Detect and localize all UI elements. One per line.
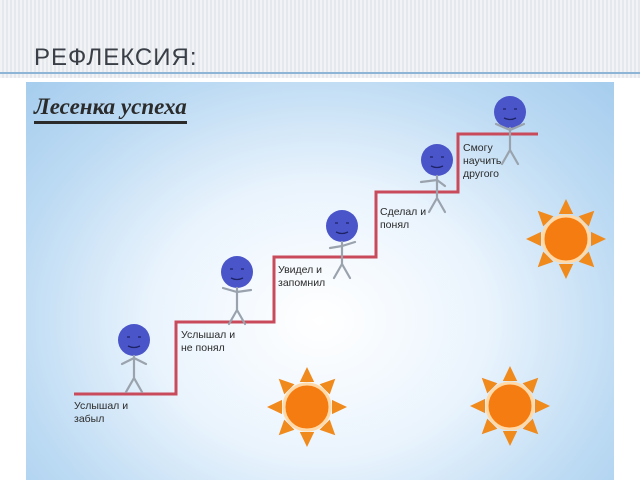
sun-ray xyxy=(481,418,498,435)
sun-ray xyxy=(534,398,550,414)
head-shape xyxy=(326,210,358,242)
stick-figure-2 xyxy=(221,256,253,326)
sun-ray xyxy=(299,367,315,383)
stick-figure-5 xyxy=(494,96,526,166)
sun-ray xyxy=(578,251,595,268)
sun-core xyxy=(485,381,535,431)
sun-ray xyxy=(590,231,606,247)
sun-icon xyxy=(526,199,606,279)
sun-ray xyxy=(299,431,315,447)
sun-ray xyxy=(278,419,295,436)
sun-ray xyxy=(502,366,518,382)
slide-title: РЕФЛЕКСИЯ: xyxy=(34,44,198,71)
sun-ray xyxy=(331,399,347,415)
stick-figure-1 xyxy=(118,324,150,394)
face-features xyxy=(503,108,517,121)
face-features xyxy=(127,336,141,349)
sun-ray xyxy=(319,419,336,436)
diagram-panel: Лесенка успеха Услышал и забыл Услышал и… xyxy=(26,82,614,480)
sun-ray xyxy=(319,378,336,395)
sun-core xyxy=(541,214,591,264)
sun-ray xyxy=(558,263,574,279)
header-divider xyxy=(0,72,640,74)
sun-ray xyxy=(558,199,574,215)
diagram-title: Лесенка успеха xyxy=(34,94,187,124)
head-shape xyxy=(421,144,453,176)
sun-ray xyxy=(502,430,518,446)
sun-ray xyxy=(267,399,283,415)
body-lines xyxy=(221,286,253,326)
sun-ray xyxy=(537,210,554,227)
face-features xyxy=(230,268,244,281)
head-shape xyxy=(221,256,253,288)
sun-ray xyxy=(522,418,539,435)
stick-figure-4 xyxy=(419,144,453,214)
sun-icon xyxy=(470,366,550,446)
sun-core xyxy=(282,382,332,432)
sun-ray xyxy=(537,251,554,268)
head-shape xyxy=(494,96,526,128)
sun-ray xyxy=(278,378,295,395)
face-features xyxy=(335,222,349,235)
staircase-line xyxy=(74,132,538,396)
head-shape xyxy=(118,324,150,356)
body-lines xyxy=(419,174,447,214)
step-label-5: Смогу научить другого xyxy=(463,142,502,180)
sun-ray xyxy=(470,398,486,414)
sun-icon xyxy=(267,367,347,447)
stick-figure-3 xyxy=(326,210,358,280)
sun-ray xyxy=(522,377,539,394)
slide-header xyxy=(0,0,640,78)
body-lines xyxy=(120,354,148,394)
sun-ray xyxy=(481,377,498,394)
step-label-2: Услышал и не понял xyxy=(181,329,236,354)
face-features xyxy=(430,156,444,169)
step-label-3: Увидел и запомнил xyxy=(278,264,326,289)
body-lines xyxy=(328,240,357,280)
step-label-1: Услышал и забыл xyxy=(74,400,129,425)
step-label-4: Сделал и понял xyxy=(380,206,427,231)
sun-ray xyxy=(526,231,542,247)
body-lines xyxy=(494,122,526,166)
sun-ray xyxy=(578,210,595,227)
stair-diagram xyxy=(74,96,606,447)
